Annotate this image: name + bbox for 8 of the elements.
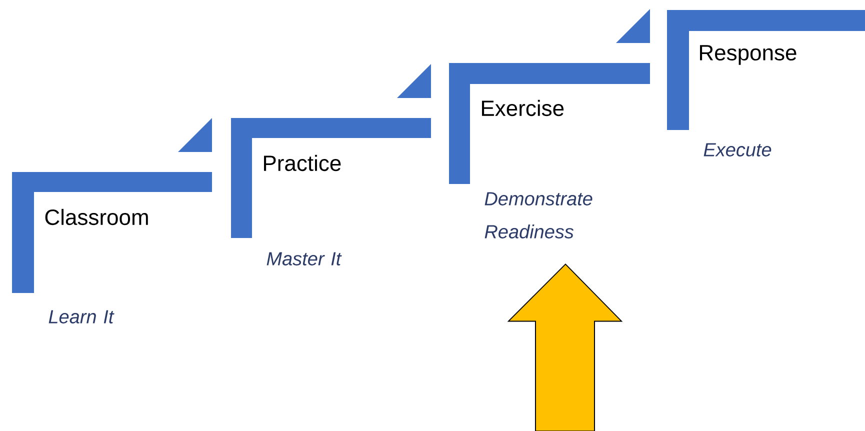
step-title: Practice (264, 154, 341, 172)
step-title: Classroom (45, 208, 148, 226)
step-title: Response (700, 45, 796, 65)
step-title: Exercise (482, 100, 564, 116)
step-caption: Execute (704, 143, 772, 156)
step-caption: Master It (266, 252, 342, 266)
step-caption: Demonstrate Readiness (484, 192, 592, 238)
step-caption: Learn It (48, 310, 114, 324)
